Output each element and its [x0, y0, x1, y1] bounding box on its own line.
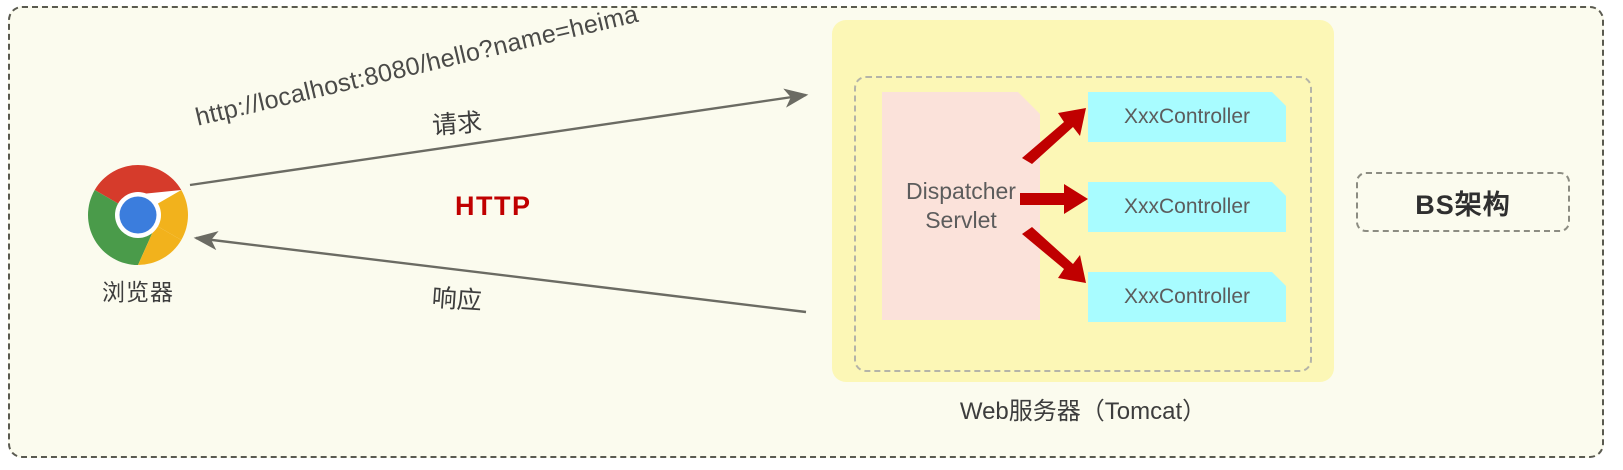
controller-label-2: XxxController	[1123, 195, 1251, 218]
bs-architecture-label: BS架构	[1415, 189, 1511, 220]
outer-dashed-frame	[8, 6, 1604, 458]
controller-label-1: XxxController	[1123, 105, 1251, 128]
response-label: 响应	[430, 284, 483, 316]
bs-architecture-badge: BS架构	[1356, 172, 1570, 232]
controller-node-2[interactable]: XxxController	[1088, 182, 1286, 232]
browser-node[interactable]: 浏览器	[78, 163, 198, 307]
controller-node-1[interactable]: XxxController	[1088, 92, 1286, 142]
chrome-logo-icon	[86, 163, 190, 267]
controller-label-3: XxxController	[1123, 285, 1251, 308]
http-protocol-label: HTTP	[455, 191, 532, 221]
request-label: 请求	[431, 108, 484, 140]
dispatcher-line-1: Dispatcher	[906, 178, 1016, 205]
browser-label: 浏览器	[102, 279, 174, 305]
server-inner-dashed-box	[854, 76, 1312, 372]
dispatcher-line-2: Servlet	[925, 207, 997, 233]
web-server-caption: Web服务器（Tomcat）	[959, 398, 1207, 425]
controller-node-3[interactable]: XxxController	[1088, 272, 1286, 322]
